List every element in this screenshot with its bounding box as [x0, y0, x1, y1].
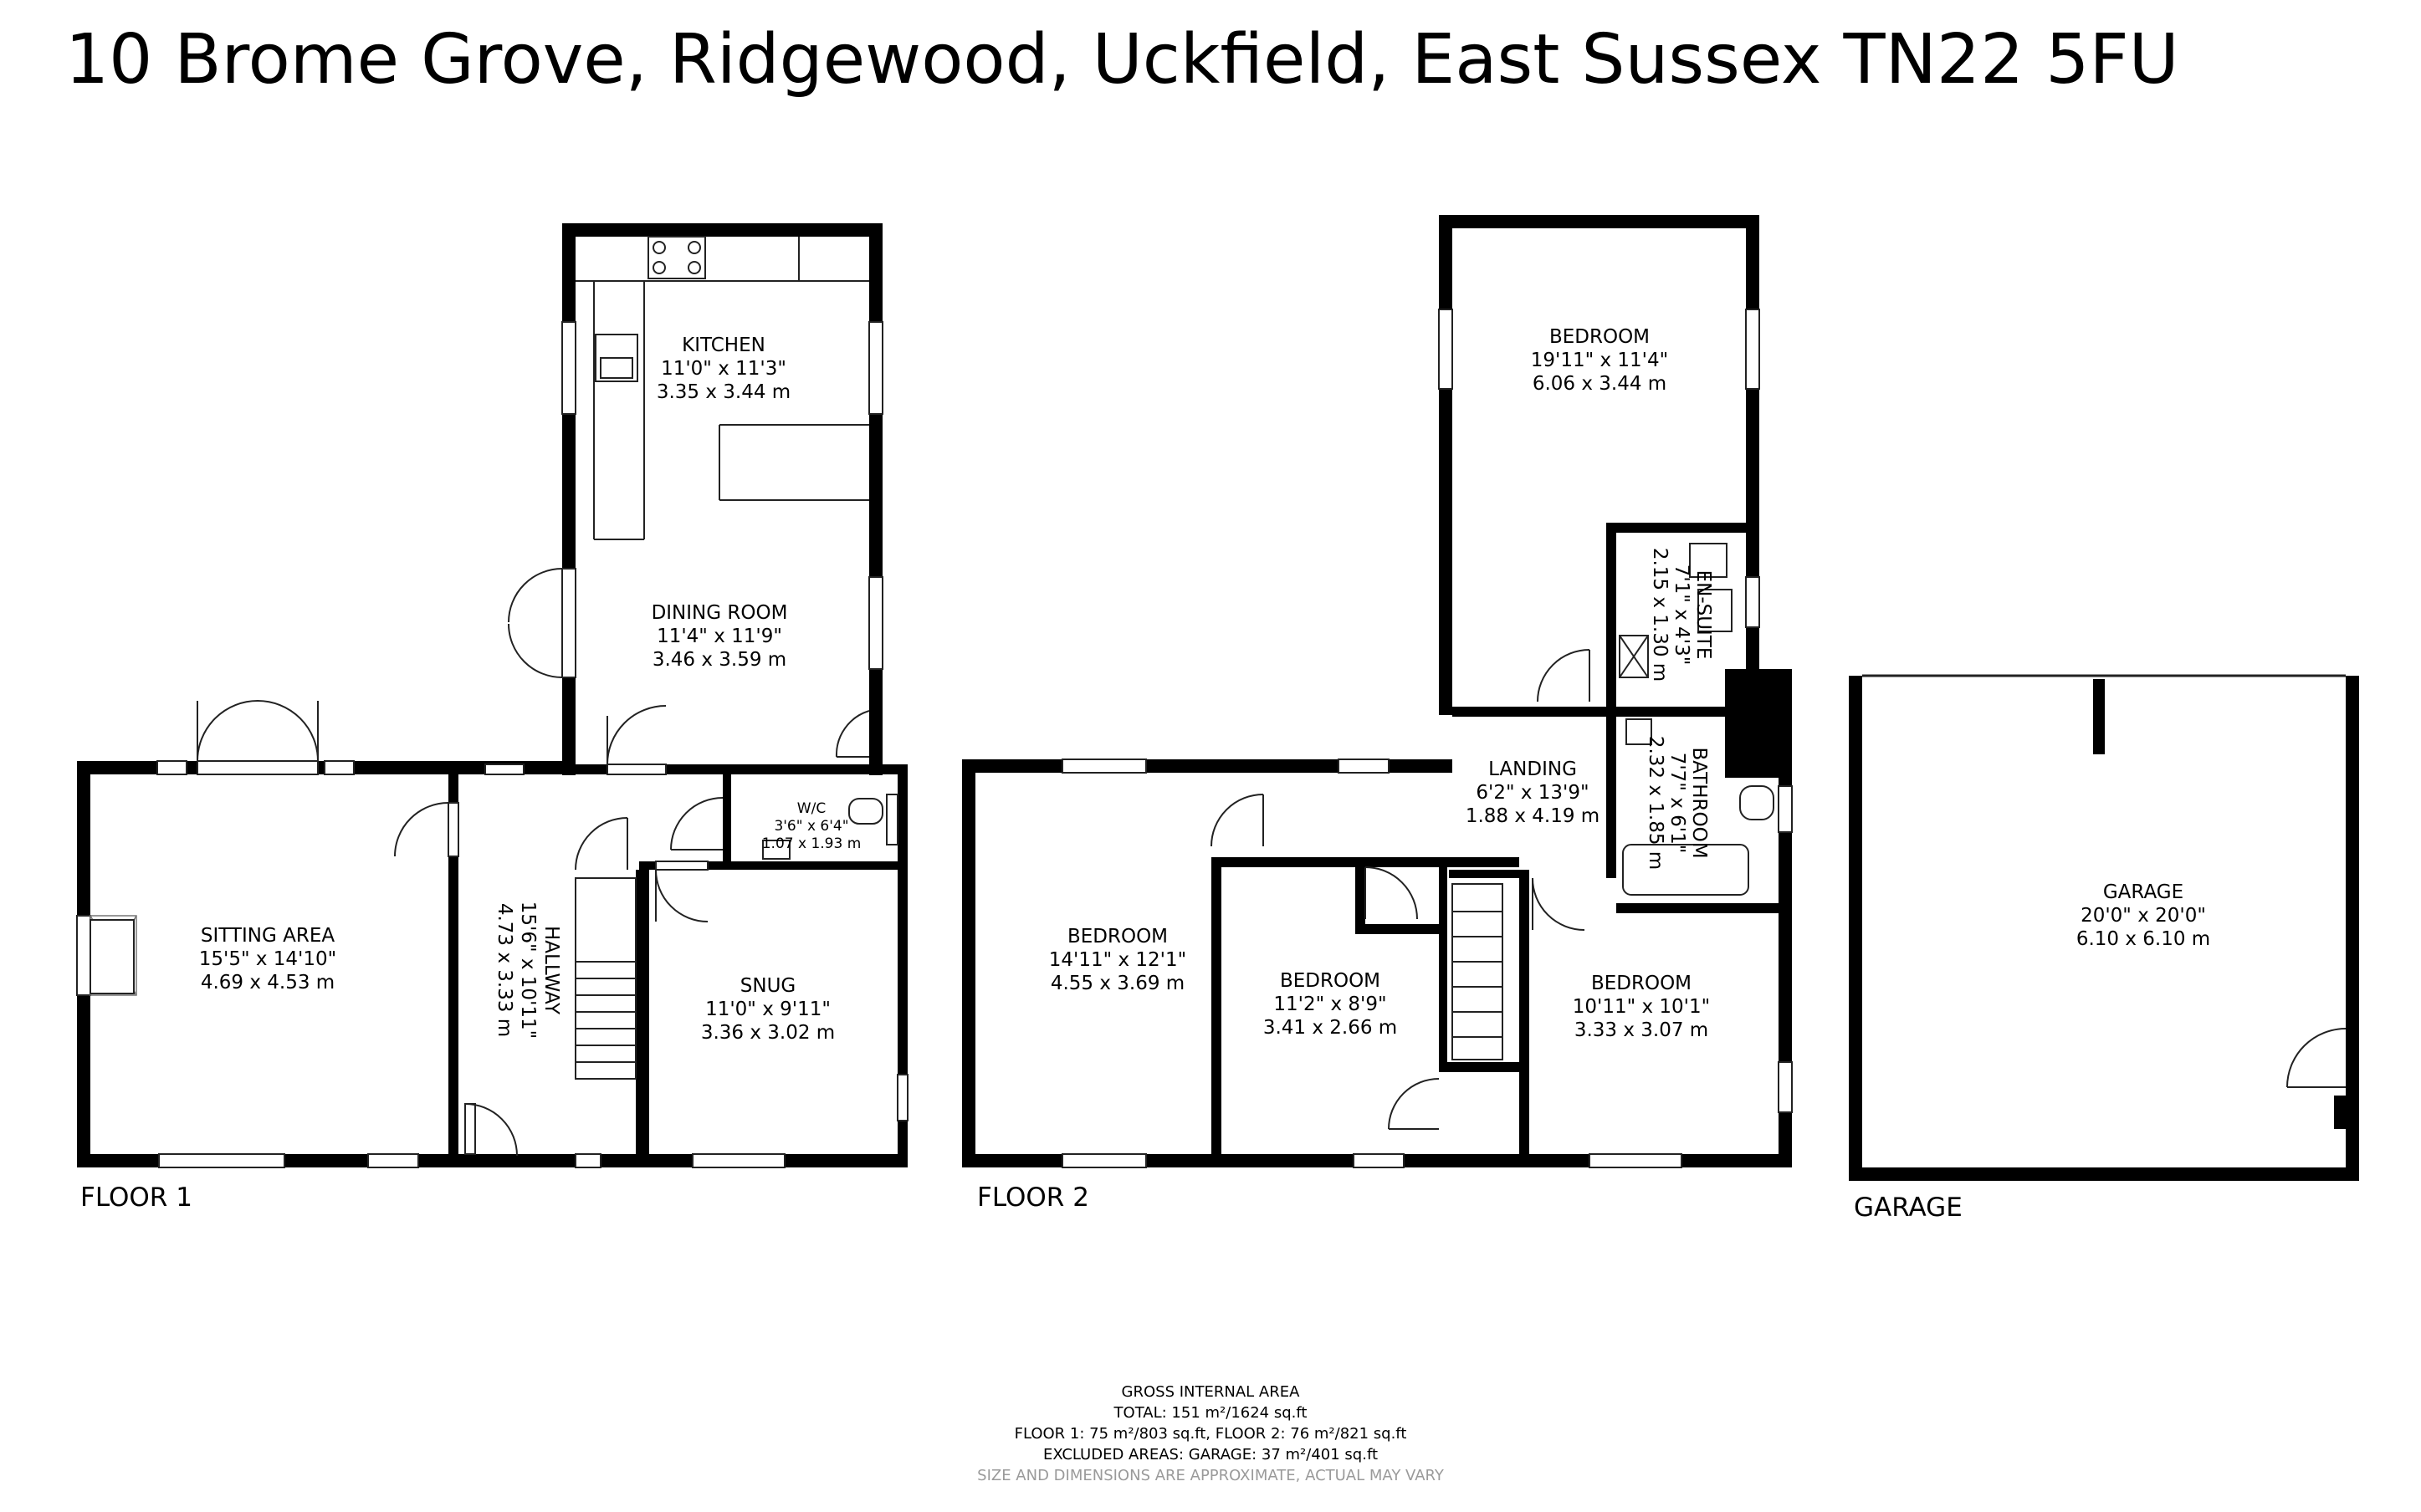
room-metric: 6.10 x 6.10 m — [2076, 928, 2210, 950]
wall — [448, 774, 458, 1154]
wall — [1606, 523, 1616, 878]
wall — [1439, 861, 1447, 1070]
room-snug: SNUG 11'0" x 9'11" 3.36 x 3.02 m — [701, 975, 835, 1044]
wall — [1355, 857, 1365, 932]
room-metric: 6.06 x 3.44 m — [1533, 373, 1666, 395]
wall — [1439, 215, 1759, 228]
garage-label: GARAGE — [1854, 1193, 1963, 1223]
area-disclaimer: SIZE AND DIMENSIONS ARE APPROXIMATE, ACT… — [977, 1467, 1444, 1484]
floor-2-fixtures — [1062, 309, 1793, 1168]
area-heading: GROSS INTERNAL AREA — [1121, 1383, 1300, 1401]
wall — [1211, 857, 1221, 1154]
wall — [1449, 870, 1519, 878]
area-floors: FLOOR 1: 75 m²/803 sq.ft, FLOOR 2: 76 m²… — [1014, 1425, 1407, 1443]
wall — [2346, 676, 2359, 1181]
wall — [1725, 669, 1792, 778]
wall — [1616, 903, 1784, 913]
room-name: BEDROOM — [1067, 926, 1168, 948]
room-metric: 4.73 x 3.33 m — [494, 903, 515, 1037]
floor-2-label: FLOOR 2 — [977, 1183, 1089, 1213]
room-imperial: 15'5" x 14'10" — [199, 948, 336, 970]
room-name: EN-SUITE — [1692, 570, 1714, 660]
room-imperial: 19'11" x 11'4" — [1531, 350, 1668, 371]
room-dining-room: DINING ROOM 11'4" x 11'9" 3.46 x 3.59 m — [652, 602, 788, 671]
room-imperial: 11'2" x 8'9" — [1273, 994, 1386, 1015]
room-imperial: 6'2" x 13'9" — [1476, 782, 1589, 804]
room-metric: 1.07 x 1.93 m — [762, 835, 862, 852]
wall — [1439, 1062, 1523, 1072]
room-metric: 3.35 x 3.44 m — [657, 381, 791, 403]
room-bedroom-middle: BEDROOM 11'2" x 8'9" 3.41 x 2.66 m — [1263, 970, 1397, 1039]
room-hallway: HALLWAY 15'6" x 10'11" 4.73 x 3.33 m — [494, 902, 562, 1039]
room-name: BEDROOM — [1549, 326, 1650, 348]
floor-1-fixtures — [76, 236, 909, 1168]
room-bedroom-right: BEDROOM 10'11" x 10'1" 3.33 x 3.07 m — [1573, 973, 1710, 1041]
room-metric: 2.32 x 1.85 m — [1645, 736, 1666, 870]
room-metric: 4.69 x 4.53 m — [201, 972, 335, 994]
room-sitting-area: SITTING AREA 15'5" x 14'10" 4.69 x 4.53 … — [199, 925, 336, 994]
area-total: TOTAL: 151 m²/1624 sq.ft — [1113, 1404, 1308, 1422]
room-metric: 3.46 x 3.59 m — [653, 649, 786, 671]
room-wc: W/C 3'6" x 6'4" 1.07 x 1.93 m — [762, 800, 862, 852]
room-metric: 3.41 x 2.66 m — [1263, 1017, 1397, 1039]
wall — [636, 870, 644, 1154]
wall — [562, 223, 576, 775]
room-metric: 3.33 x 3.07 m — [1574, 1019, 1708, 1041]
room-imperial: 3'6" x 6'4" — [774, 818, 848, 835]
wall — [562, 223, 883, 237]
wall — [1355, 924, 1439, 934]
room-metric: 4.55 x 3.69 m — [1051, 973, 1185, 994]
room-name: SITTING AREA — [201, 925, 335, 947]
room-imperial: 7'7" x 6'1" — [1666, 753, 1688, 854]
room-name: BATHROOM — [1688, 747, 1710, 858]
room-bedroom-master: BEDROOM 19'11" x 11'4" 6.06 x 3.44 m — [1531, 326, 1668, 395]
room-en-suite: EN-SUITE 7'1" x 4'3" 2.15 x 1.30 m — [1649, 548, 1714, 682]
floor-1-label: FLOOR 1 — [80, 1183, 192, 1213]
room-garage: GARAGE 20'0" x 20'0" 6.10 x 6.10 m — [2076, 881, 2210, 950]
area-summary: GROSS INTERNAL AREA TOTAL: 151 m²/1624 s… — [876, 1382, 1545, 1486]
room-imperial: 15'6" x 10'11" — [517, 902, 539, 1039]
wall — [1452, 707, 1728, 717]
wall — [869, 223, 883, 775]
room-landing: LANDING 6'2" x 13'9" 1.88 x 4.19 m — [1466, 759, 1599, 827]
room-metric: 1.88 x 4.19 m — [1466, 805, 1599, 827]
wall — [1849, 1167, 2359, 1181]
wall — [962, 759, 975, 1167]
room-imperial: 10'11" x 10'1" — [1573, 996, 1710, 1018]
room-name: GARAGE — [2103, 881, 2183, 903]
room-kitchen: KITCHEN 11'0" x 11'3" 3.35 x 3.44 m — [657, 335, 791, 403]
wall — [1439, 215, 1452, 715]
room-imperial: 14'11" x 12'1" — [1049, 949, 1186, 971]
room-name: HALLWAY — [540, 926, 562, 1015]
room-name: DINING ROOM — [652, 602, 788, 624]
wall — [2093, 679, 2105, 754]
room-bathroom: BATHROOM 7'7" x 6'1" 2.32 x 1.85 m — [1645, 736, 1710, 870]
room-name: W/C — [797, 800, 826, 817]
room-imperial: 7'1" x 4'3" — [1671, 564, 1692, 666]
room-name: KITCHEN — [682, 335, 765, 356]
property-address-title: 10 Brome Grove, Ridgewood, Uckfield, Eas… — [65, 20, 2179, 100]
wall — [723, 774, 731, 861]
room-metric: 2.15 x 1.30 m — [1649, 548, 1671, 682]
room-imperial: 11'4" x 11'9" — [657, 626, 782, 647]
room-name: LANDING — [1488, 759, 1577, 780]
wall — [1519, 870, 1529, 1154]
room-name: BEDROOM — [1280, 970, 1380, 992]
room-imperial: 11'0" x 9'11" — [705, 999, 831, 1020]
garage-plan — [1849, 674, 2359, 1181]
area-excluded: EXCLUDED AREAS: GARAGE: 37 m²/401 sq.ft — [1042, 1446, 1379, 1463]
wall — [644, 870, 649, 1154]
room-metric: 3.36 x 3.02 m — [701, 1022, 835, 1044]
wall — [639, 861, 908, 870]
room-labels: KITCHEN 11'0" x 11'3" 3.35 x 3.44 m DINI… — [199, 326, 2210, 1044]
room-imperial: 20'0" x 20'0" — [2081, 905, 2206, 927]
wall — [1606, 523, 1748, 533]
room-name: BEDROOM — [1591, 973, 1692, 994]
room-imperial: 11'0" x 11'3" — [661, 358, 786, 380]
room-name: SNUG — [740, 975, 796, 997]
wall — [1849, 676, 1862, 1181]
room-bedroom-left: BEDROOM 14'11" x 12'1" 4.55 x 3.69 m — [1049, 926, 1186, 994]
